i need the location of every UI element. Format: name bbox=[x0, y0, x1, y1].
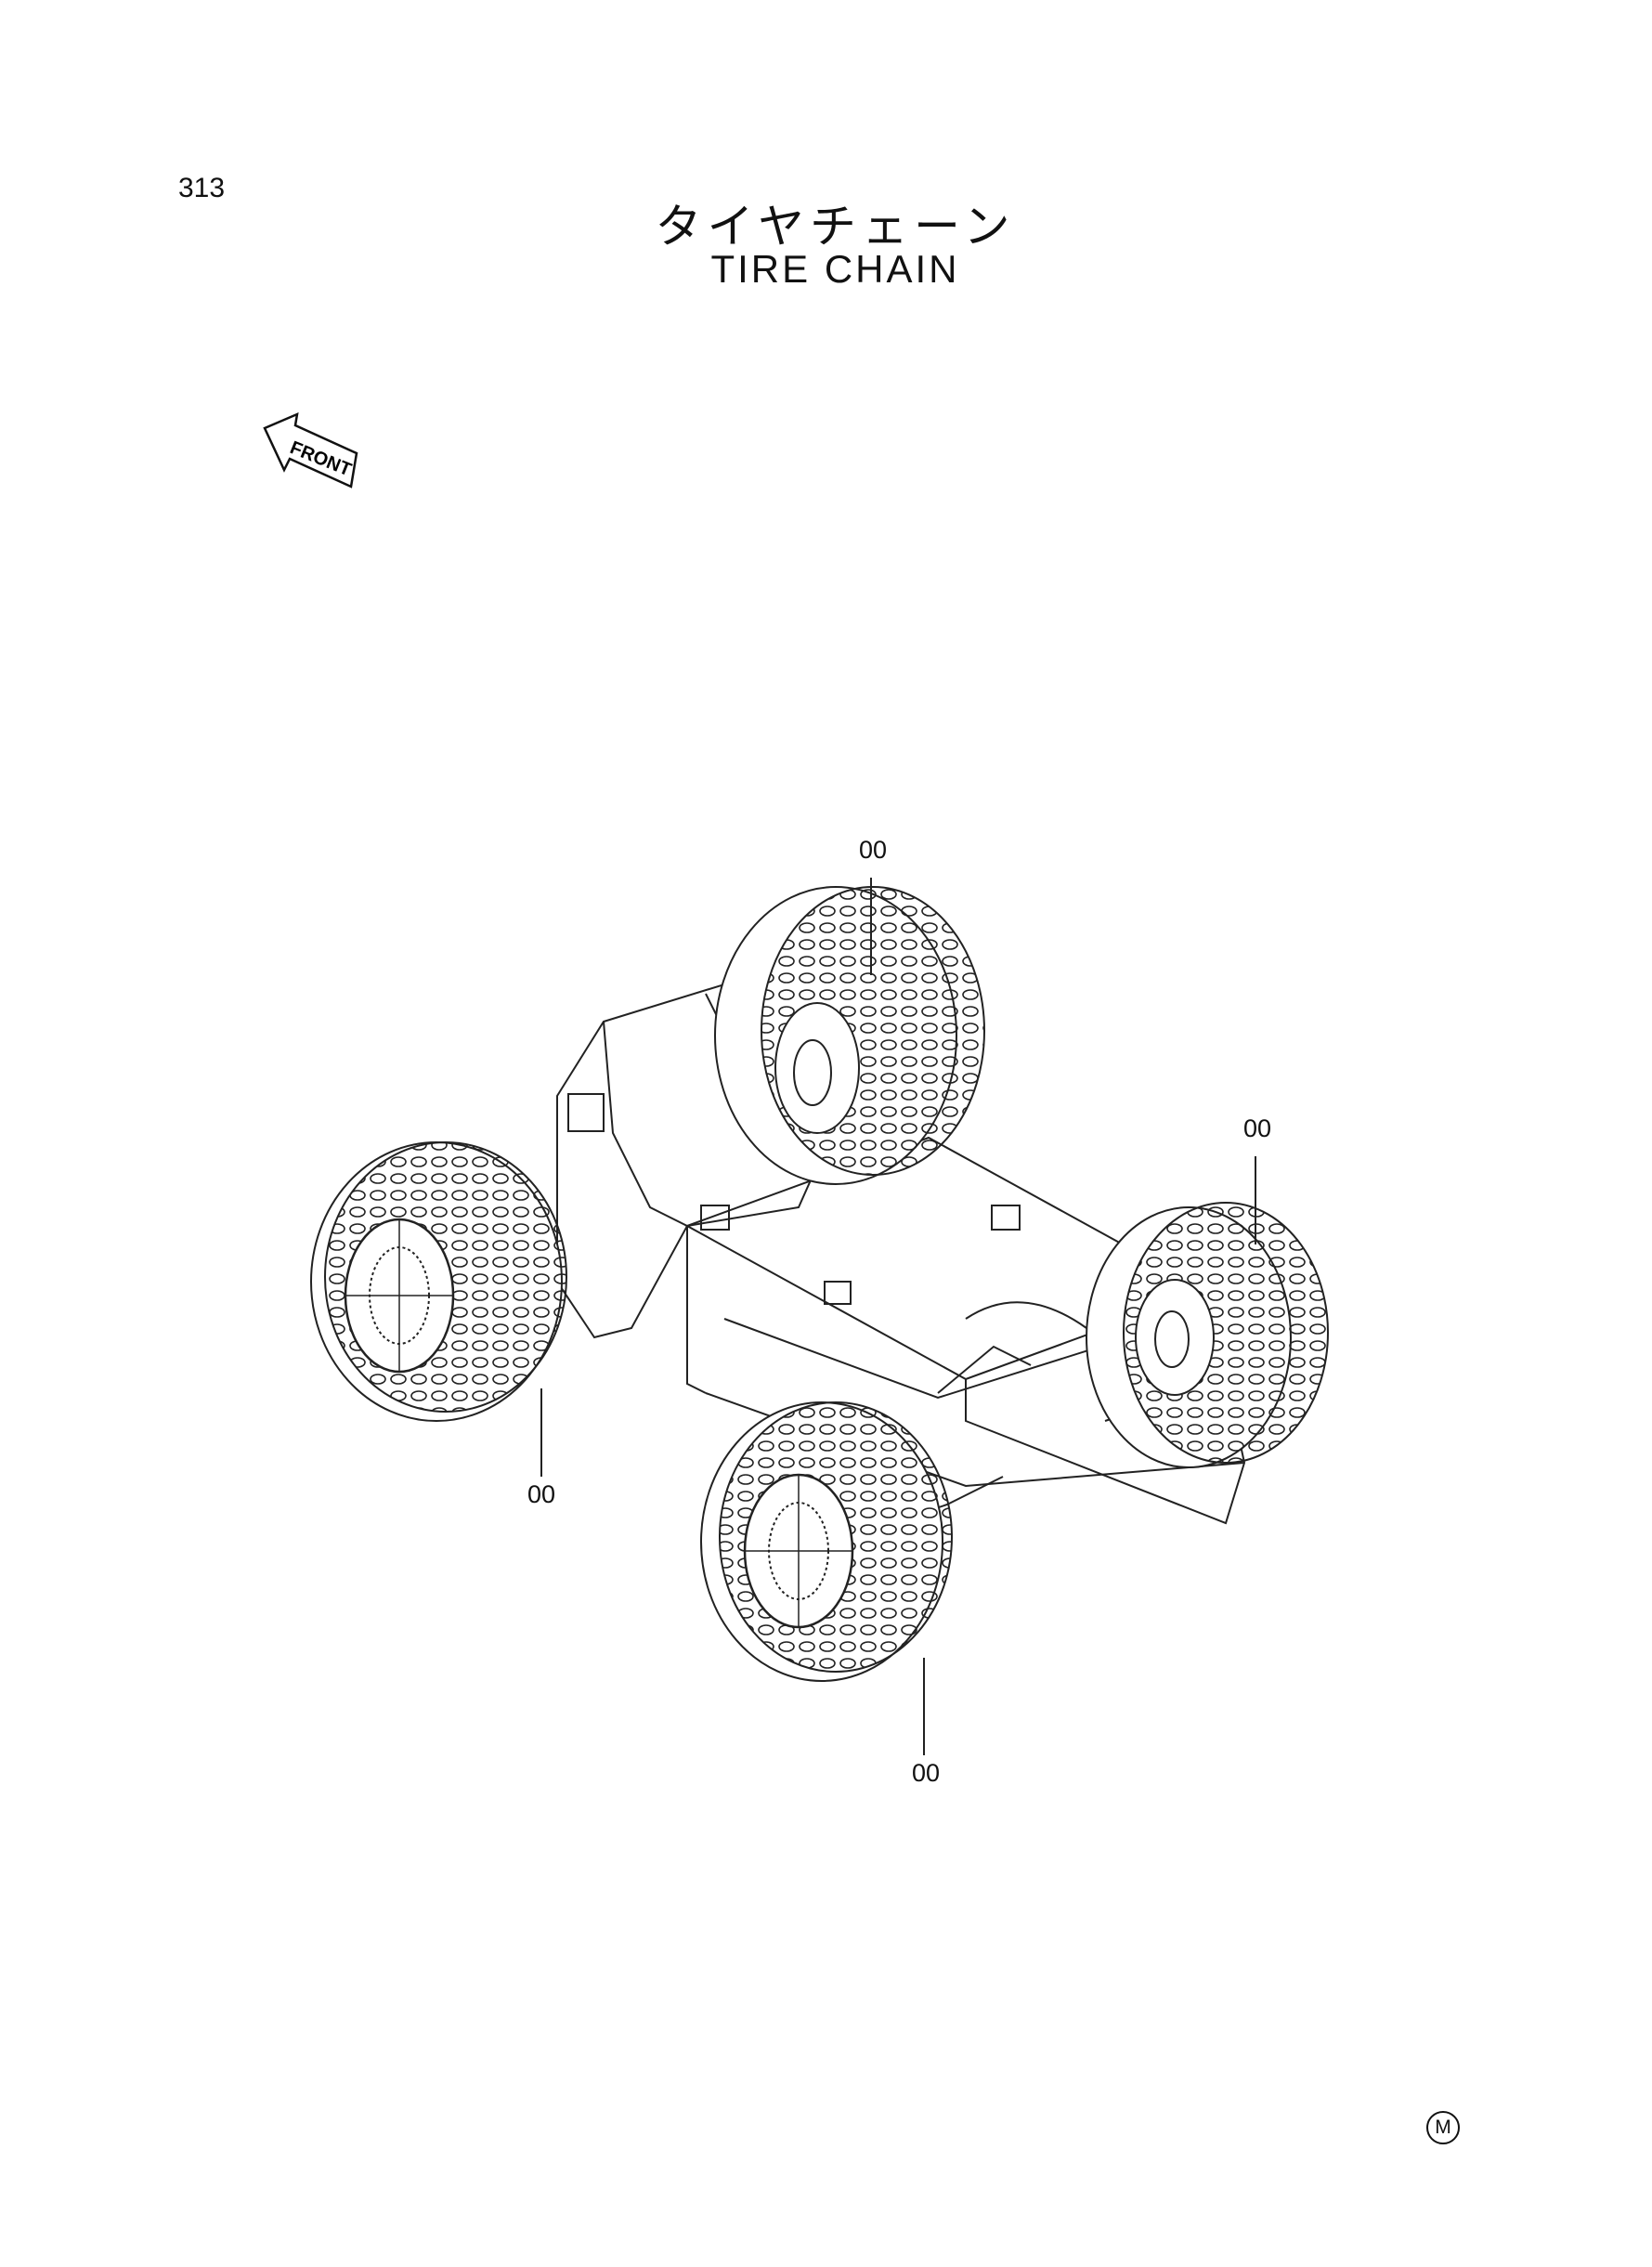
callout-right-rear-tire: 00 bbox=[1243, 1114, 1272, 1142]
front-arrow-icon: FRONT bbox=[263, 411, 358, 489]
footer-m-mark: M bbox=[1426, 2111, 1460, 2144]
leader-lines bbox=[540, 878, 1256, 1755]
tire-bottom bbox=[700, 1401, 953, 1682]
callout-bottom-tire: 00 bbox=[912, 1759, 941, 1787]
page-number: 313 bbox=[178, 173, 226, 203]
tire-top-right bbox=[714, 886, 985, 1185]
callout-top-right-tire: 00 bbox=[859, 836, 888, 864]
tire-right bbox=[1086, 1202, 1329, 1468]
tire-left bbox=[310, 1141, 567, 1422]
callout-left-front-tire: 00 bbox=[527, 1480, 556, 1508]
title-japanese: タイヤチェーン bbox=[655, 200, 1016, 254]
title-english: TIRE CHAIN bbox=[710, 247, 960, 291]
